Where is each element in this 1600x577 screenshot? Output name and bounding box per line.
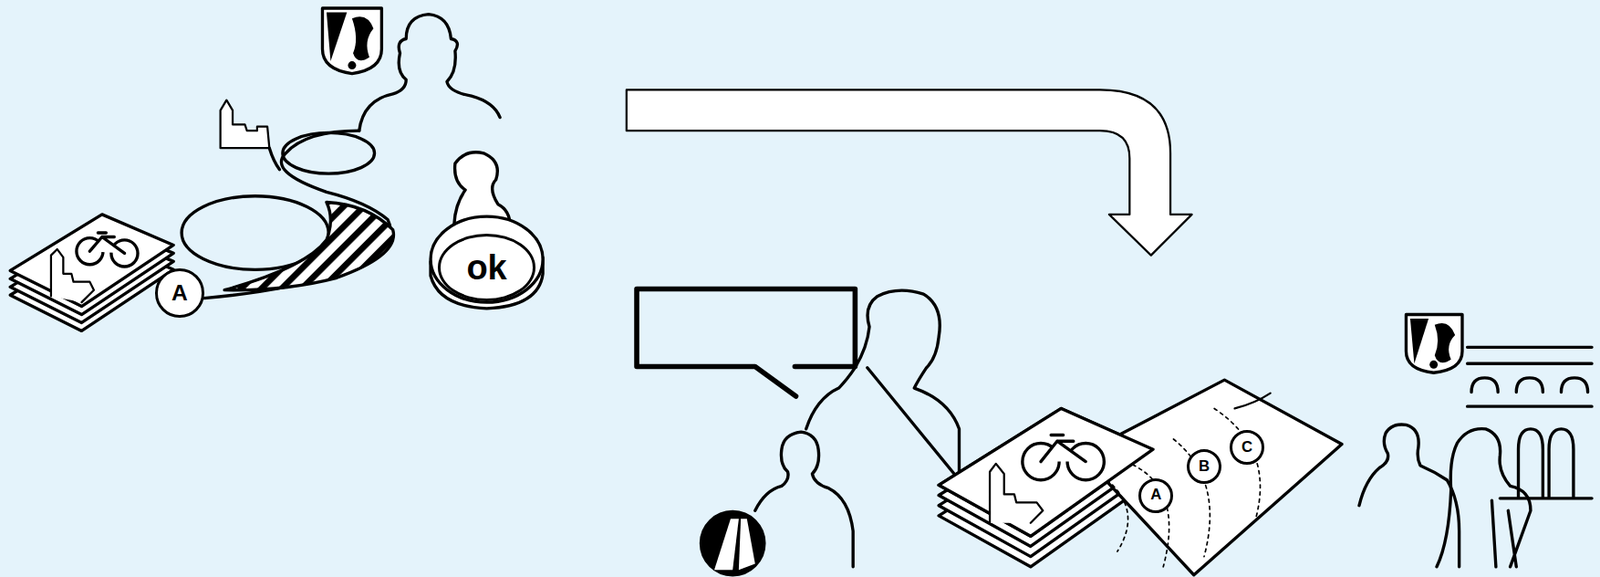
church-icon	[220, 100, 271, 149]
label-text: ok	[466, 249, 507, 285]
callout-circle: A	[1138, 477, 1174, 513]
paper-stack	[10, 214, 174, 332]
speech-bubble	[636, 289, 855, 396]
label-text: B	[1198, 458, 1210, 475]
map	[1081, 379, 1342, 575]
hatched-area	[224, 201, 394, 290]
person-silhouette	[755, 431, 853, 567]
building	[1467, 346, 1592, 499]
flow-arrow	[626, 89, 1193, 255]
route-line	[269, 147, 280, 169]
person-silhouette	[806, 290, 960, 480]
label-text: C	[1241, 439, 1253, 456]
paper-stack	[938, 407, 1154, 536]
coat-of-arms	[1405, 314, 1463, 374]
label-text: A	[1150, 487, 1162, 503]
callout-circle: B	[1186, 448, 1222, 484]
person-silhouette	[1436, 428, 1531, 567]
stamp	[430, 152, 543, 309]
stamp-face: ok	[437, 233, 536, 302]
label-text: A	[171, 281, 188, 305]
person-silhouette	[359, 14, 500, 132]
callout-circle: C	[1229, 429, 1265, 465]
road-icon	[700, 510, 764, 574]
callout-circle: A	[155, 268, 205, 318]
coat-of-arms	[322, 8, 382, 74]
